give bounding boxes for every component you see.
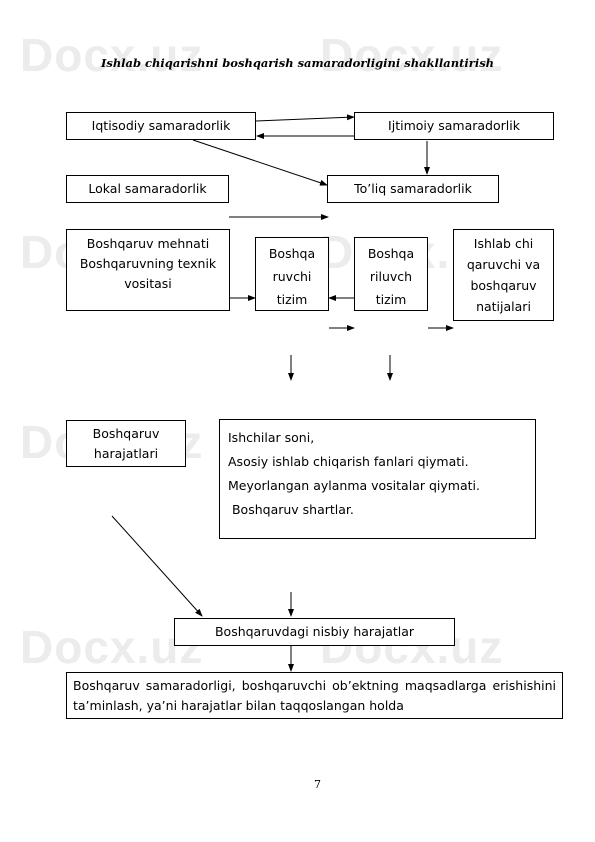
node-factors-list: Ishchilar soni, Asosiy ishlab chiqarish … [219,419,536,539]
node-label: tizim [276,292,308,307]
watermark: Docx.uz [320,29,504,81]
factor-item: Meyorlangan aylanma vositalar qiymati. [228,478,480,493]
arrow-iqtisodiy-to-toliq [192,139,328,186]
node-toliq-samaradorlik: To’liq samaradorlik [327,175,499,203]
arrow-harajatlari-to-nisbiy [111,515,203,617]
arrow-iqtisodiy-to-ijtimoiy [255,114,355,122]
node-lokal-samaradorlik: Lokal samaradorlik [66,175,229,203]
node-label: Ijtimoiy samaradorlik [388,118,520,133]
node-boshqariluvchi-tizim: Boshqa riluvch tizim [354,237,428,311]
node-label: riluvch [369,269,413,284]
node-boshqaruv-harajatlari: Boshqaruv harajatlari [66,420,186,467]
node-label: Boshqa [268,246,316,261]
node-label: Boshqaruvdagi nisbiy harajatlar [214,624,415,639]
node-iqtisodiy-samaradorlik: Iqtisodiy samaradorlik [66,112,256,140]
node-label: Boshqaruv mehnati [86,236,210,251]
node-label: To’liq samaradorlik [354,181,472,196]
node-label: Boshqaruv harajatlari [92,425,160,461]
node-nisbiy-harajatlar: Boshqaruvdagi nisbiy harajatlar [174,618,455,646]
node-natijalari: Ishlab chi qaruvchi va boshqaruv natijal… [453,229,554,321]
node-boshqaruvchi-tizim: Boshqa ruvchi tizim [255,237,329,311]
node-definition: Boshqaruv samaradorligi, boshqaruvchi ob… [66,672,563,719]
page-number: 7 [314,778,321,791]
node-ijtimoiy-samaradorlik: Ijtimoiy samaradorlik [354,112,554,140]
node-label: Iqtisodiy samaradorlik [91,118,231,133]
node-label: tizim [375,292,407,307]
node-label: Boshqaruvning texnik vositasi [79,256,217,291]
node-label: Lokal samaradorlik [88,181,207,196]
watermark: Docx.uz [20,621,204,673]
node-label: Ishlab chi qaruvchi va boshqaruv natijal… [466,236,541,314]
node-label: Boshqaruv samaradorligi, boshqaruvchi ob… [73,678,556,713]
factor-item: Ishchilar soni, [228,430,315,445]
factor-item: Boshqaruv shartlar. [228,502,354,517]
factor-item: Asosiy ishlab chiqarish fanlari qiymati. [228,454,469,469]
node-label: ruvchi [272,269,312,284]
watermark: Docx.uz [20,29,204,81]
page-title: Ishlab chiqarishni boshqarish samaradorl… [100,56,495,70]
node-boshqaruv-mehnati: Boshqaruv mehnati Boshqaruvning texnik v… [66,229,230,311]
node-label: Boshqa [367,246,415,261]
